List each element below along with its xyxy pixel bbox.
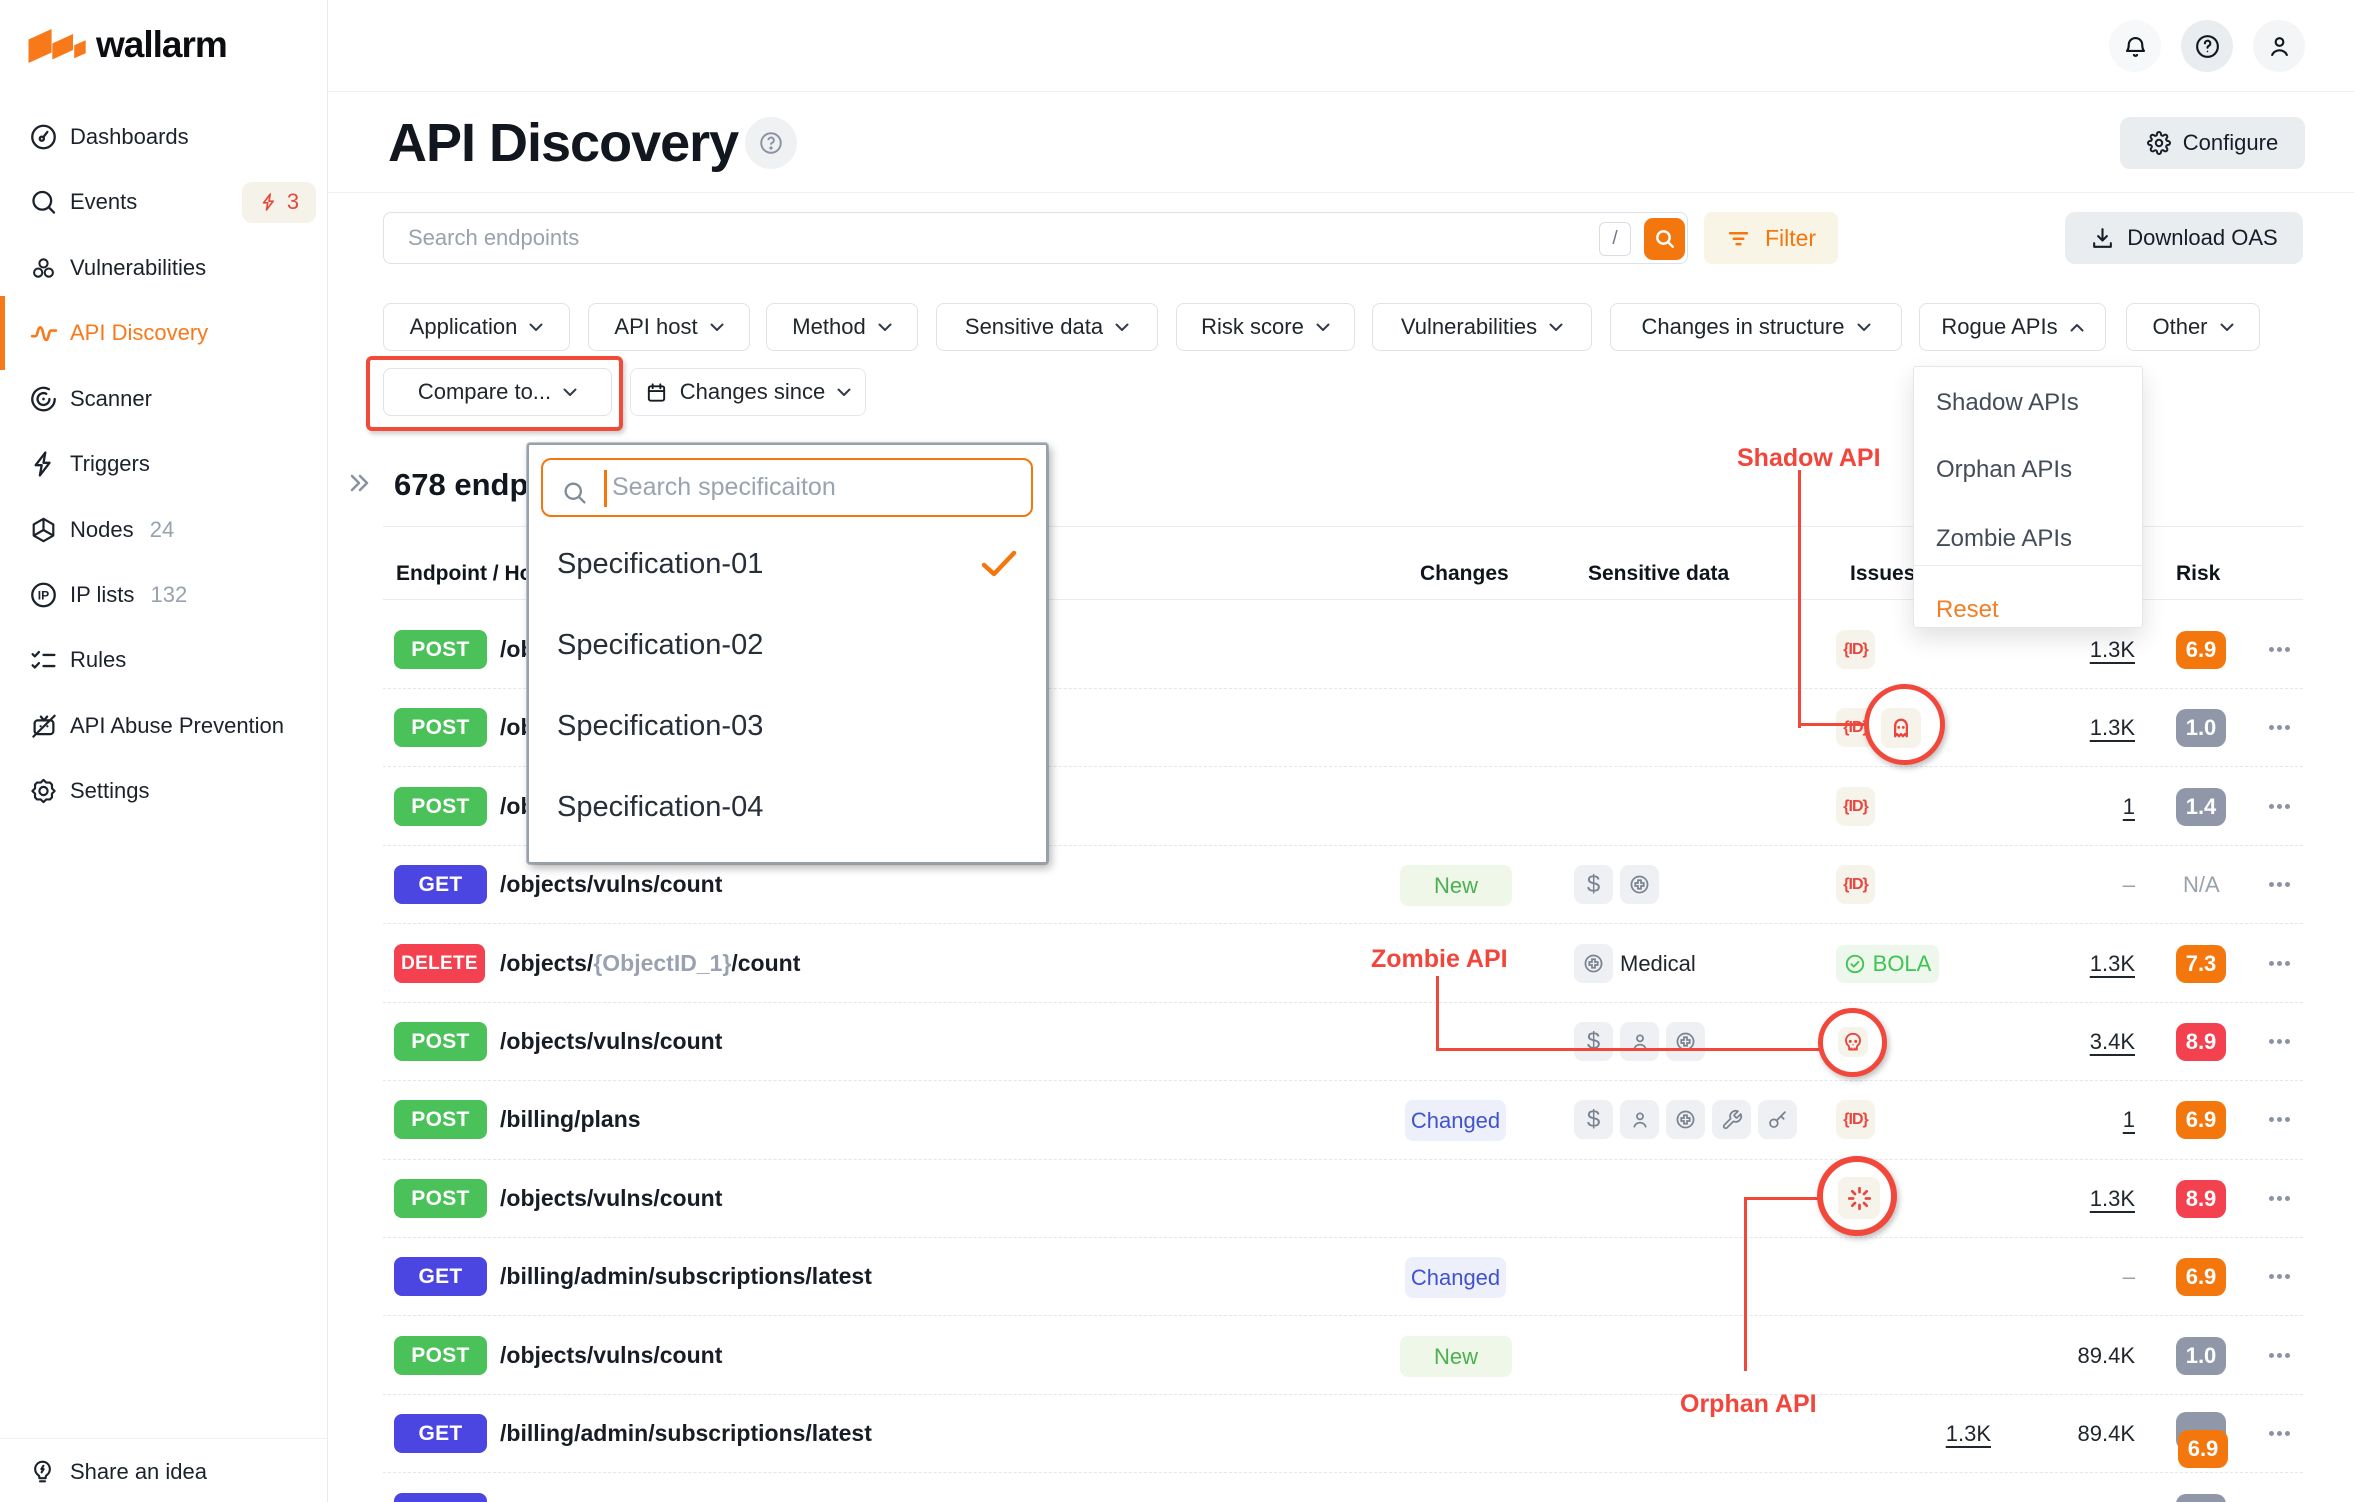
svg-text:IP: IP <box>38 589 49 603</box>
